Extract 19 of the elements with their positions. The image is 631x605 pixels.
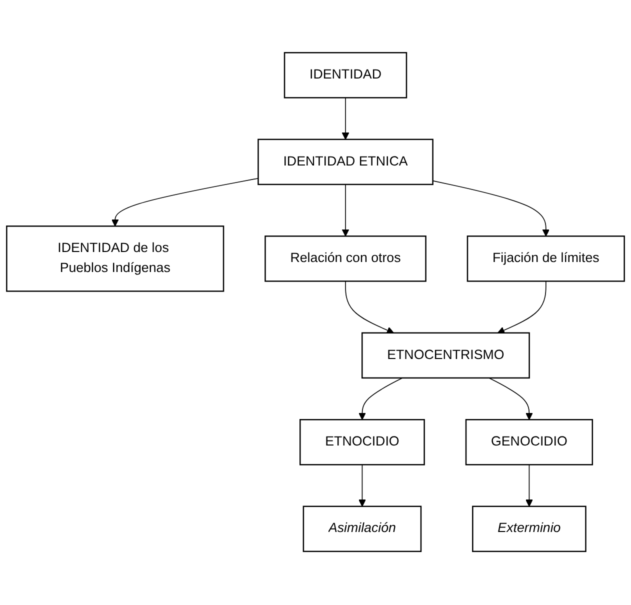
arrow (342, 184, 350, 237)
arrow (488, 378, 533, 420)
node-box: IDENTIDAD de los Pueblos Indígenas (6, 226, 224, 292)
node-box: ETNOCIDIO (300, 419, 425, 466)
arrow (111, 178, 259, 227)
node-box: Exterminio (472, 506, 586, 552)
node-box: Relación con otros (264, 236, 426, 282)
arrow (497, 281, 546, 334)
arrow (342, 98, 350, 140)
arrow (358, 378, 403, 420)
arrow (345, 281, 394, 334)
node-box: GENOCIDIO (465, 419, 594, 466)
node-box: ETNOCENTRISMO (362, 332, 530, 380)
node-box: IDENTIDAD (284, 52, 408, 99)
arrow (526, 464, 533, 508)
arrow (432, 180, 550, 237)
node-box: Fijación de límites (466, 236, 625, 282)
node-box: IDENTIDAD ETNICA (258, 139, 434, 186)
arrow (358, 464, 366, 508)
